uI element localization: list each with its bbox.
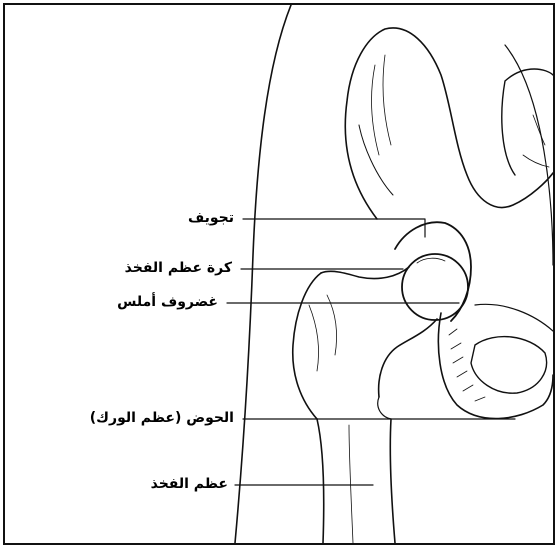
iliac-inner-line: [359, 125, 393, 195]
label-femur: عظم الفخذ: [150, 476, 229, 492]
label-cavity: تجويف: [187, 210, 235, 226]
greater-trochanter: [293, 273, 321, 419]
trochanter-shading: [309, 295, 337, 371]
obturator-foramen: [471, 337, 547, 394]
label-femoral-head: كرة عظم الفخذ: [124, 260, 233, 276]
hip-outline-curve: [505, 45, 553, 265]
lesser-trochanter: [378, 397, 391, 419]
leader-cavity: [243, 219, 425, 237]
label-pelvis: الحوض (عظم الورك): [89, 410, 235, 426]
diagram-frame: تجويف كرة عظم الفخذ غضروف أملس الحوض (عظ…: [3, 3, 555, 545]
ischium: [438, 313, 553, 419]
hip-joint-illustration: [5, 5, 553, 543]
femur-shaft-left: [317, 419, 324, 543]
femoral-head: [402, 254, 468, 320]
pelvis-shading: [449, 329, 485, 401]
body-outline-curve: [235, 5, 291, 543]
femur-shaft-shading: [349, 425, 353, 543]
label-cartilage: غضروف أملس: [116, 294, 219, 310]
pubis-line: [475, 304, 553, 331]
iliac-wing: [345, 28, 553, 219]
femoral-head-shading: [417, 258, 445, 263]
femoral-neck-lower: [379, 319, 437, 397]
femur-shaft-right: [390, 419, 395, 543]
iliac-shading: [372, 55, 391, 155]
